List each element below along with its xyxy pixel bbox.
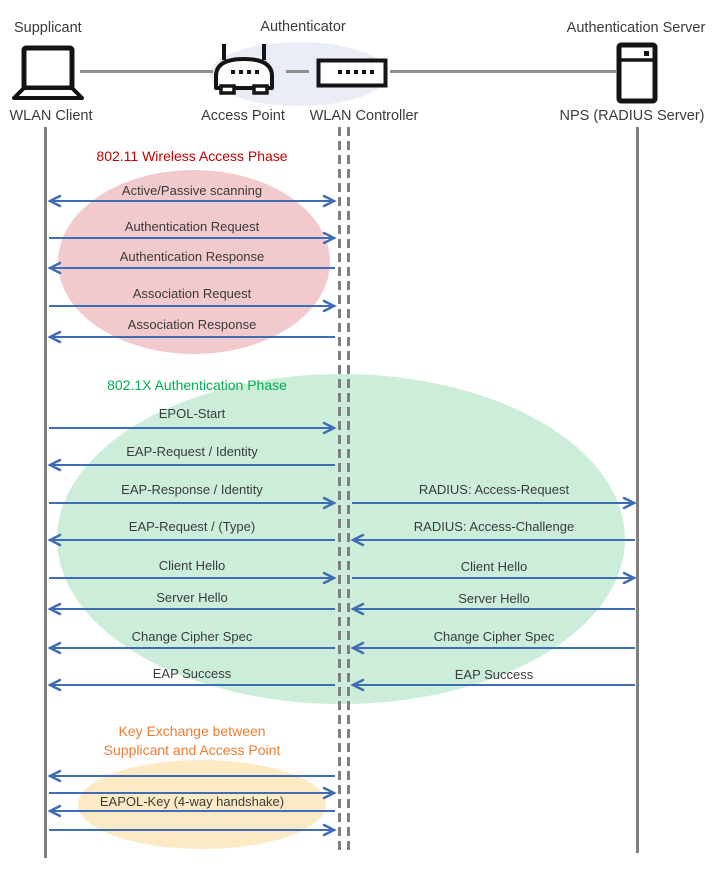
- message-arrow-left: [47, 330, 335, 344]
- message-arrow-right: [49, 421, 337, 435]
- connector-controller-server: [390, 70, 616, 73]
- lifeline-nps: [636, 127, 639, 853]
- connector-ap-controller: [286, 70, 309, 73]
- message-arrow-left: [47, 602, 335, 616]
- lifeline-wlan-client: [44, 127, 47, 858]
- message-label: Change Cipher Spec: [433, 629, 555, 644]
- message-label: Active/Passive scanning: [121, 183, 263, 198]
- message-label: Authentication Request: [124, 219, 260, 234]
- lifeline-access-point-dashed: [338, 127, 341, 852]
- device-label-wlan-controller: WLAN Controller: [309, 108, 419, 124]
- phase-key-exchange-title: Supplicant and Access Point: [103, 742, 281, 758]
- message-arrow-left: [47, 769, 335, 783]
- device-label-nps: NPS (RADIUS Server): [559, 108, 705, 124]
- message-arrow-right: [49, 823, 337, 837]
- message-label: Change Cipher Spec: [131, 629, 253, 644]
- phase-key-exchange-ellipse: [78, 760, 326, 849]
- message-label: Association Response: [127, 317, 257, 332]
- wlan-controller-icon: [316, 58, 388, 88]
- message-label: Authentication Response: [119, 249, 265, 264]
- message-arrow-left: [47, 533, 335, 547]
- role-label-authenticator: Authenticator: [260, 19, 346, 35]
- message-label: Server Hello: [458, 591, 530, 606]
- message-arrow-left: [350, 602, 635, 616]
- message-arrow-left: [47, 458, 335, 472]
- message-arrow-right: [49, 496, 337, 510]
- lifeline-wlan-controller-dashed: [347, 127, 350, 852]
- message-label: EAP Success: [152, 666, 232, 681]
- server-icon: [616, 42, 658, 104]
- message-label: EAP-Request / (Type): [128, 519, 256, 534]
- message-arrow-left: [47, 804, 335, 818]
- device-label-wlan-client: WLAN Client: [9, 108, 93, 124]
- message-label: EAPOL-Key (4-way handshake): [99, 794, 285, 809]
- message-arrow-left: [47, 641, 335, 655]
- message-label: RADIUS: Access-Challenge: [413, 519, 575, 534]
- message-arrow-left: [350, 641, 635, 655]
- message-arrow-right: [49, 231, 337, 245]
- role-label-supplicant: Supplicant: [14, 20, 82, 36]
- message-label: EAP Success: [454, 667, 534, 682]
- phase-key-exchange-title: Key Exchange between: [118, 723, 266, 739]
- message-arrow-right: [49, 571, 337, 585]
- message-label: Association Request: [132, 286, 252, 301]
- message-label: RADIUS: Access-Request: [418, 482, 570, 497]
- message-label: EAP-Response / Identity: [121, 482, 263, 497]
- laptop-icon: [12, 45, 84, 100]
- phase-80211-title: 802.11 Wireless Access Phase: [96, 148, 288, 164]
- device-label-access-point: Access Point: [201, 108, 285, 124]
- message-arrow-left: [350, 533, 635, 547]
- connector-client-ap: [80, 70, 213, 73]
- message-arrow-left: [350, 678, 635, 692]
- message-arrow-left: [47, 261, 335, 275]
- message-label: EPOL-Start: [158, 406, 226, 421]
- message-label: Server Hello: [156, 590, 228, 605]
- role-label-authentication-server: Authentication Server: [566, 20, 706, 36]
- message-arrow-right: [352, 496, 637, 510]
- message-label: EAP-Request / Identity: [126, 444, 258, 459]
- message-arrow-right: [49, 786, 337, 800]
- message-arrow-both: [47, 194, 337, 208]
- phase-8021x-title: 802.1X Authentication Phase: [107, 377, 287, 393]
- message-label: Client Hello: [460, 559, 528, 574]
- message-arrow-left: [47, 678, 335, 692]
- message-arrow-right: [49, 299, 337, 313]
- message-arrow-right: [352, 571, 637, 585]
- message-label: Client Hello: [158, 558, 226, 573]
- access-point-icon: [214, 44, 274, 95]
